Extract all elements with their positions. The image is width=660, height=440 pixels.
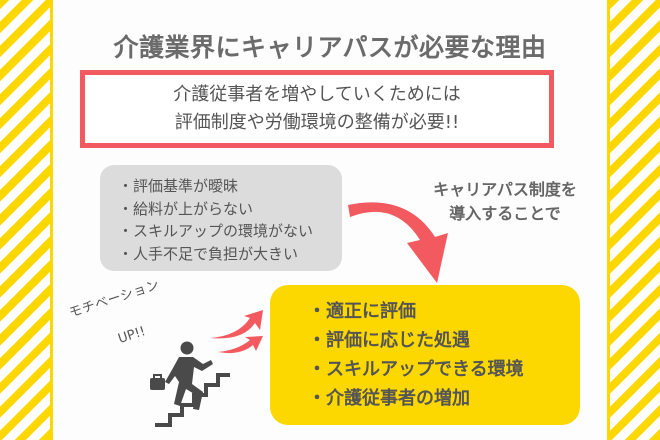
page-title: 介護業界にキャリアパスが必要な理由 — [113, 33, 547, 62]
benefit-item: ・評価に応じた処遇 — [308, 330, 470, 351]
motivation-up-caption: UP!! — [116, 324, 148, 347]
problems-box: ・評価基準が曖昧 ・給料が上がらない ・スキルアップの環境がない ・人手不足で負… — [100, 165, 342, 271]
problem-item: ・給料が上がらない — [118, 199, 254, 218]
transition-note: キャリアパス制度を 導入することで — [420, 178, 590, 226]
benefit-item: ・介護従事者の増加 — [308, 388, 470, 409]
person-climbing-stairs-icon — [150, 341, 230, 427]
benefit-item: ・適正に評価 — [308, 301, 416, 322]
problem-item: ・スキルアップの環境がない — [118, 222, 314, 240]
highlight-line-1: 介護従事者を増やしていくためには — [173, 84, 461, 105]
rising-arrows-icon — [210, 310, 263, 354]
highlight-line-2: 評価制度や労働環境の整備が必要!! — [174, 112, 460, 133]
left-stripe-border — [0, 0, 53, 440]
benefits-box: ・適正に評価 ・評価に応じた処遇 ・スキルアップできる環境 ・介護従事者の増加 — [270, 285, 580, 425]
highlight-box: 介護従事者を増やしていくためには 評価制度や労働環境の整備が必要!! — [80, 70, 554, 148]
benefit-item: ・スキルアップできる環境 — [308, 359, 524, 380]
right-stripe-border — [607, 0, 660, 440]
problem-item: ・評価基準が曖昧 — [118, 177, 239, 195]
transition-line-1: キャリアパス制度を — [433, 180, 577, 199]
curved-arrow-icon — [348, 202, 448, 283]
problem-item: ・人手不足で負担が大きい — [118, 244, 299, 263]
transition-line-2: 導入することで — [449, 204, 561, 223]
motivation-caption: モチベーション — [67, 277, 162, 321]
